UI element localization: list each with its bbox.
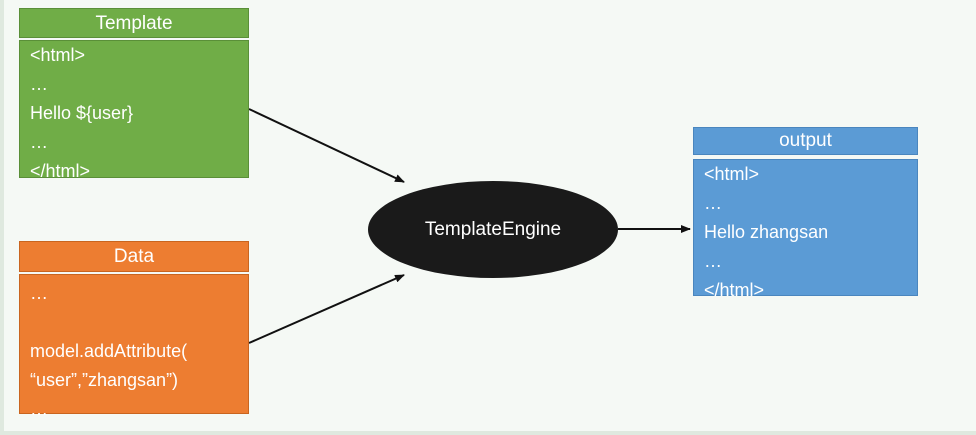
output-line: </html> bbox=[704, 280, 765, 300]
data-box-title: Data bbox=[19, 241, 249, 272]
output-line: … bbox=[704, 251, 722, 271]
data-line: “user”,”zhangsan”) bbox=[30, 370, 179, 390]
frame-left-edge bbox=[0, 0, 4, 435]
template-line: </html> bbox=[30, 161, 91, 181]
template-box-title: Template bbox=[19, 8, 249, 38]
engine-label: TemplateEngine bbox=[424, 218, 562, 240]
output-box-title: output bbox=[693, 127, 918, 155]
output-line: … bbox=[704, 193, 722, 213]
frame-bottom-edge bbox=[0, 431, 976, 435]
template-box-body: <html> … Hello ${user} … </html> bbox=[19, 40, 249, 181]
data-box-body: … model.addAttribute( “user”,”zhangsan”)… bbox=[19, 274, 249, 419]
output-line: Hello zhangsan bbox=[704, 222, 829, 242]
template-line: Hello ${user} bbox=[30, 103, 134, 123]
arrow-data-to-engine bbox=[248, 274, 405, 344]
output-line: <html> bbox=[704, 164, 760, 184]
data-line bbox=[30, 308, 238, 337]
template-line: … bbox=[30, 132, 48, 152]
template-line: … bbox=[30, 74, 48, 94]
arrow-template-to-engine bbox=[248, 108, 405, 183]
output-box-body: <html> … Hello zhangsan … </html> bbox=[693, 159, 918, 300]
data-line: … bbox=[30, 283, 48, 303]
template-line: <html> bbox=[30, 45, 86, 65]
data-line: … bbox=[30, 399, 48, 419]
data-line: model.addAttribute( bbox=[30, 341, 188, 361]
template-engine-node: TemplateEngine bbox=[368, 181, 618, 278]
